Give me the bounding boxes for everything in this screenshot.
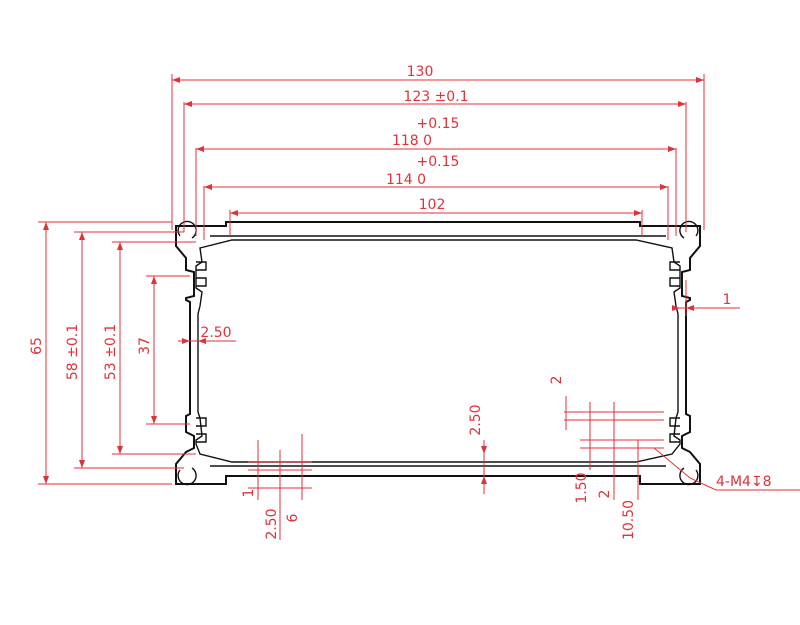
dim-bottom-6: 6 (285, 513, 301, 522)
screw-boss-top-left (177, 220, 197, 239)
dim-width-123: 123 ±0.1 (403, 89, 468, 105)
dim-width-114: 114 0 (386, 172, 426, 188)
dim-height-58: 58 ±0.1 (65, 324, 81, 380)
dim-right-2: 2 (597, 490, 613, 499)
screw-boss-bottom-right (679, 467, 699, 486)
dim-right-wall: 1 (723, 292, 732, 308)
dim-width-114-tolerance: +0.15 (417, 154, 460, 170)
dim-bottom-2-50: 2.50 (264, 508, 280, 539)
dim-height-53: 53 ±0.1 (103, 324, 119, 380)
screw-callout: 4-M4↧8 (716, 474, 772, 490)
dim-right-10-50: 10.50 (621, 500, 637, 540)
dim-right-2-top: 2 (549, 376, 565, 385)
dim-height-overall: 65 (29, 337, 45, 355)
dimension-labels: 130 123 ±0.1 +0.15 118 0 +0.15 114 0 102… (29, 64, 772, 540)
dim-width-118-tolerance: +0.15 (417, 116, 460, 132)
screw-boss-bottom-left (177, 467, 197, 486)
dim-wall-thickness: 2.50 (200, 325, 231, 341)
dim-height-37: 37 (137, 337, 153, 355)
dim-width-118: 118 0 (392, 133, 432, 149)
arrowheads (43, 77, 704, 484)
dim-right-1-50: 1.50 (574, 472, 590, 503)
dimension-lines (38, 74, 800, 540)
dim-center-2-50: 2.50 (468, 404, 484, 435)
profile-outline (175, 220, 701, 486)
screw-boss-top-right (679, 220, 699, 239)
dim-width-102: 102 (419, 197, 446, 213)
dim-width-overall: 130 (407, 64, 434, 80)
dim-bottom-rail: 1 (241, 489, 257, 498)
